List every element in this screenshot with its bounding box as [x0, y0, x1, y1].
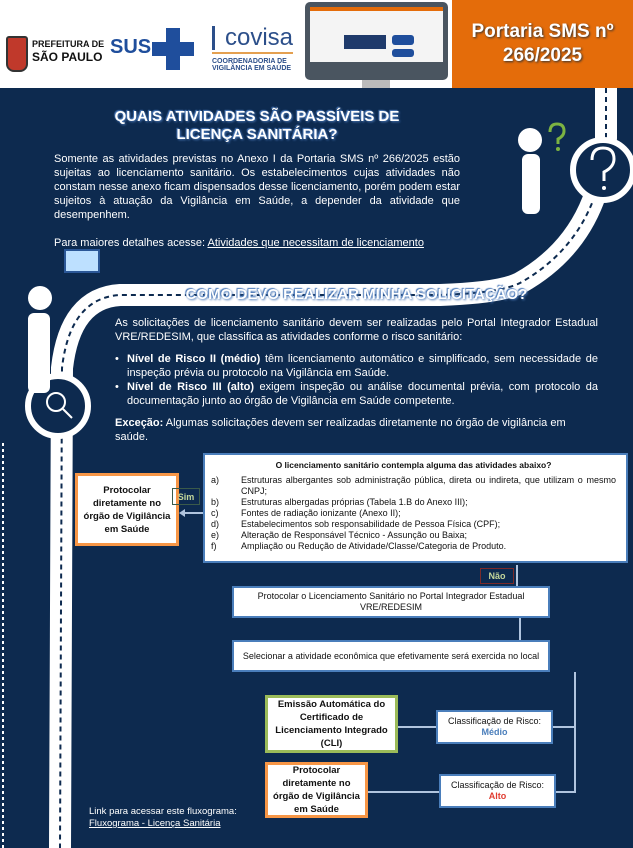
arrow-cli [398, 726, 436, 728]
person-with-laptop-icon [28, 249, 100, 393]
bullet-risk-iii: •Nível de Risco III (alto) exigem inspeç… [115, 381, 599, 407]
covisa-logo: covisa COORDENADORIA DE VIGILÂNCIA EM SA… [212, 24, 294, 72]
activity-item: e)Alteração de Responsável Técnico - Ass… [211, 530, 467, 540]
fluxograma-link[interactable]: Fluxograma - Licença Sanitária [89, 818, 221, 829]
arrow-sim [182, 512, 203, 514]
section2: COMO DEVO REALIZAR MINHA SOLICITAÇÃO? As… [115, 286, 598, 444]
exception-note: Exceção: Algumas solicitações devem ser … [115, 417, 566, 443]
section1: QUAIS ATIVIDADES SÃO PASSÍVEIS DE LICENÇ… [54, 108, 460, 250]
activities-list: a)Estruturas albergantes sob administraç… [211, 475, 616, 552]
protocolar-alto-box: Protocolar diretamente no órgão de Vigil… [265, 762, 368, 818]
protocolar-direto-box: Protocolar diretamente no órgão de Vigil… [75, 473, 179, 546]
thinking-person-icon [518, 128, 542, 214]
nao-label: Não [480, 568, 514, 584]
green-question-icon [548, 122, 566, 144]
magnifier-icon [46, 392, 73, 419]
section1-details: Para maiores detalhes acesse: Atividades… [54, 237, 424, 249]
arrow-nao [516, 565, 518, 586]
question-mark-icon [590, 146, 616, 181]
section1-body: Somente as atividades previstas no Anexo… [54, 153, 460, 221]
arrow-step [519, 618, 521, 640]
flowchart-link-block: Link para acessar este fluxograma: Fluxo… [89, 806, 237, 829]
sus-logo: SUS [110, 36, 152, 58]
section2-body: As solicitações de licenciamento sanitár… [115, 317, 598, 343]
connector-risk [574, 672, 576, 793]
sao-paulo-coat-of-arms-icon [6, 36, 28, 72]
risk-bullets: •Nível de Risco II (médio) têm licenciam… [115, 352, 598, 408]
activity-item: b)Estruturas albergadas próprias (Tabela… [211, 497, 468, 507]
step-portal-box: Protocolar o Licenciamento Sanitário no … [232, 586, 550, 618]
cli-box: Emissão Automática do Certificado de Lic… [265, 695, 398, 753]
arrow-protocolar [368, 791, 439, 793]
arrow-medio [553, 726, 575, 728]
atividades-link[interactable]: Atividades que necessitam de licenciamen… [207, 237, 424, 249]
risk-medio-box: Classificação de Risco: Médio [436, 710, 553, 744]
monitor-portal-screenshot [305, 2, 448, 80]
activity-item: f)Ampliação ou Redução de Atividade/Clas… [211, 541, 507, 551]
activity-item: d)Estabelecimentos sob responsabilidade … [211, 519, 501, 529]
step-select-activity-box: Selecionar a atividade econômica que efe… [232, 640, 550, 672]
arrowhead [179, 509, 185, 517]
risk-alto-box: Classificação de Risco: Alto [439, 774, 556, 808]
section2-title: COMO DEVO REALIZAR MINHA SOLICITAÇÃO? [185, 286, 528, 303]
sim-label: Sim [172, 488, 200, 505]
road-illustration [2, 88, 633, 848]
arrow-alto [556, 791, 575, 793]
prefeitura-logo: PREFEITURA DE SÃO PAULO [32, 39, 105, 64]
activity-item: a)Estruturas albergantes sob administraç… [211, 475, 616, 496]
section1-title: QUAIS ATIVIDADES SÃO PASSÍVEIS DE LICENÇ… [114, 108, 400, 143]
question-box: O licenciamento sanitário contempla algu… [203, 453, 628, 563]
monitor-stand [362, 80, 390, 88]
activity-item: c)Fontes de radiação ionizante (Anexo II… [211, 508, 401, 518]
question-circle [570, 137, 633, 203]
bullet-risk-ii: •Nível de Risco II (médio) têm licenciam… [115, 353, 599, 379]
sus-cross-icon [152, 28, 194, 70]
